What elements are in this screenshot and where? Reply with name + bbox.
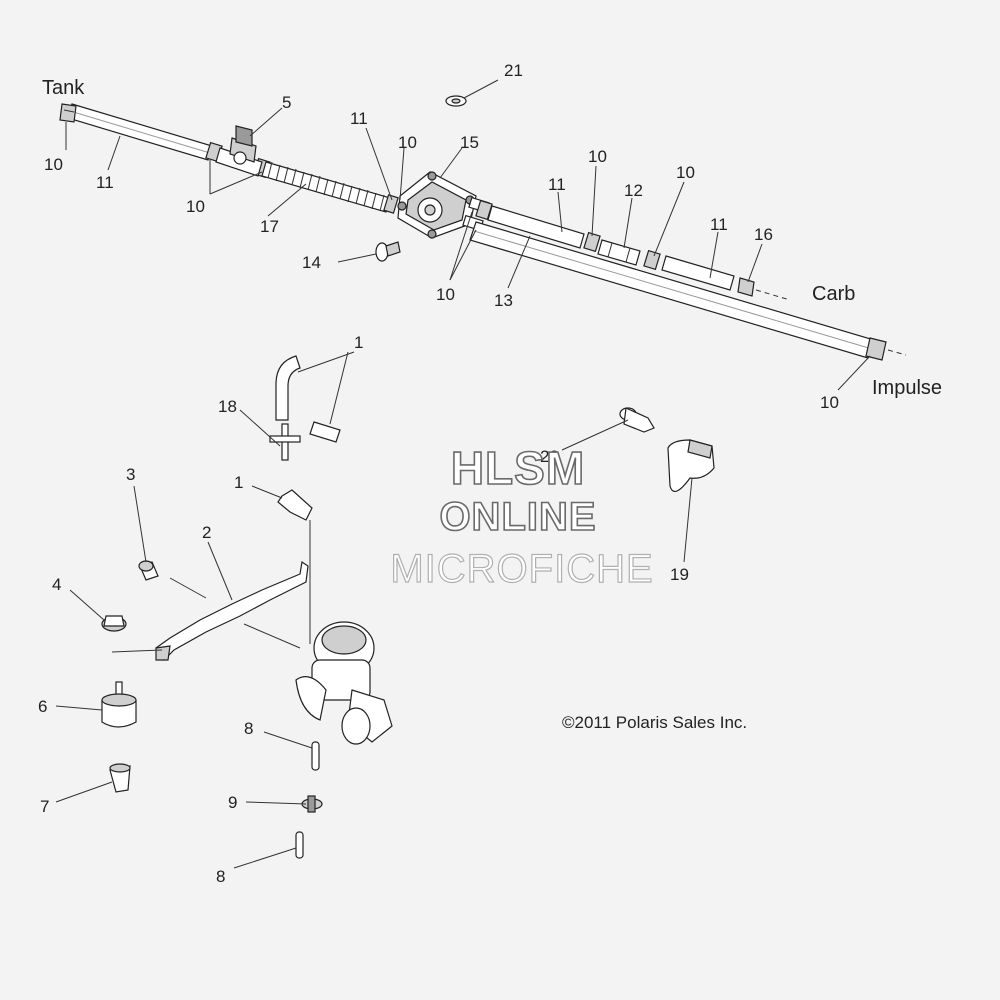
- watermark: HLSM ONLINE MICROFICHE: [390, 441, 654, 591]
- pump-inlet-clamp: [383, 194, 399, 214]
- callout-21: 21: [504, 61, 523, 80]
- callout-12: 12: [624, 181, 643, 200]
- watermark-line3: MICROFICHE: [390, 547, 653, 591]
- callout-3: 3: [126, 465, 135, 484]
- callout-1a: 1: [354, 333, 363, 352]
- pin-upper: [311, 741, 320, 771]
- watermark-line2: ONLINE: [439, 495, 596, 539]
- carb-hose-1: [475, 199, 585, 249]
- carb-fitting: [737, 277, 755, 297]
- callout-15: 15: [460, 133, 479, 152]
- short-hose: [309, 421, 341, 443]
- callout-5: 5: [282, 93, 291, 112]
- braided-hose: [261, 161, 391, 213]
- bent-hose: [277, 489, 313, 521]
- callout-6: 6: [38, 697, 47, 716]
- callout-7: 7: [40, 797, 49, 816]
- filter-clamp-right: [643, 249, 661, 271]
- callout-8b: 8: [216, 867, 225, 886]
- callout-10d: 10: [436, 285, 455, 304]
- carb-dash-line: [755, 289, 791, 301]
- label-tank: Tank: [42, 77, 85, 99]
- callout-9: 9: [228, 793, 237, 812]
- bracket: [155, 560, 309, 661]
- pump-screw: [375, 241, 401, 262]
- jet: [301, 795, 323, 813]
- vent-hose-upper: [275, 355, 301, 421]
- callout-13: 13: [494, 291, 513, 310]
- tank-hose: [67, 103, 213, 161]
- copyright-notice: ©2011 Polaris Sales Inc.: [562, 713, 747, 732]
- callout-10a: 10: [44, 155, 63, 174]
- nut-insert: [109, 763, 131, 793]
- callout-4: 4: [52, 575, 61, 594]
- callout-14: 14: [302, 253, 321, 272]
- callout-2: 2: [202, 523, 211, 542]
- washer: [445, 95, 467, 107]
- callout-10f: 10: [676, 163, 695, 182]
- tank-clamp: [59, 103, 77, 123]
- callout-11b: 11: [350, 109, 368, 128]
- flange-nut: [101, 615, 127, 632]
- callout-11c: 11: [548, 175, 566, 194]
- fuel-filter: [597, 239, 641, 266]
- callout-20: 20: [540, 447, 559, 466]
- callout-1b: 1: [234, 473, 243, 492]
- label-impulse: Impulse: [872, 377, 942, 399]
- impulse-clamp: [865, 337, 887, 361]
- callout-10e: 10: [588, 147, 607, 166]
- push-rivet: [619, 407, 655, 433]
- tee-fitting: [269, 423, 301, 461]
- callout-11d: 11: [710, 215, 728, 234]
- cable-clip: [667, 439, 715, 493]
- bolt: [138, 560, 159, 581]
- carburetor: [295, 621, 393, 745]
- label-carb: Carb: [812, 283, 855, 305]
- pin-lower: [295, 831, 304, 859]
- shutoff-valve: [215, 125, 263, 177]
- callout-10g: 10: [820, 393, 839, 412]
- callout-16: 16: [754, 225, 773, 244]
- callout-11a: 11: [96, 173, 114, 192]
- callout-10b: 10: [186, 197, 205, 216]
- callout-10c: 10: [398, 133, 417, 152]
- callout-19: 19: [670, 565, 689, 584]
- callout-18: 18: [218, 397, 237, 416]
- lower-leaders: [55, 351, 693, 869]
- filter-clamp-left: [583, 231, 601, 253]
- impulse-dash-line: [887, 349, 907, 356]
- watermark-line1: HLSM: [451, 442, 585, 494]
- isolator-mount: [101, 681, 137, 728]
- upper-leaders: [65, 79, 871, 391]
- callout-17: 17: [260, 217, 279, 236]
- callout-8a: 8: [244, 719, 253, 738]
